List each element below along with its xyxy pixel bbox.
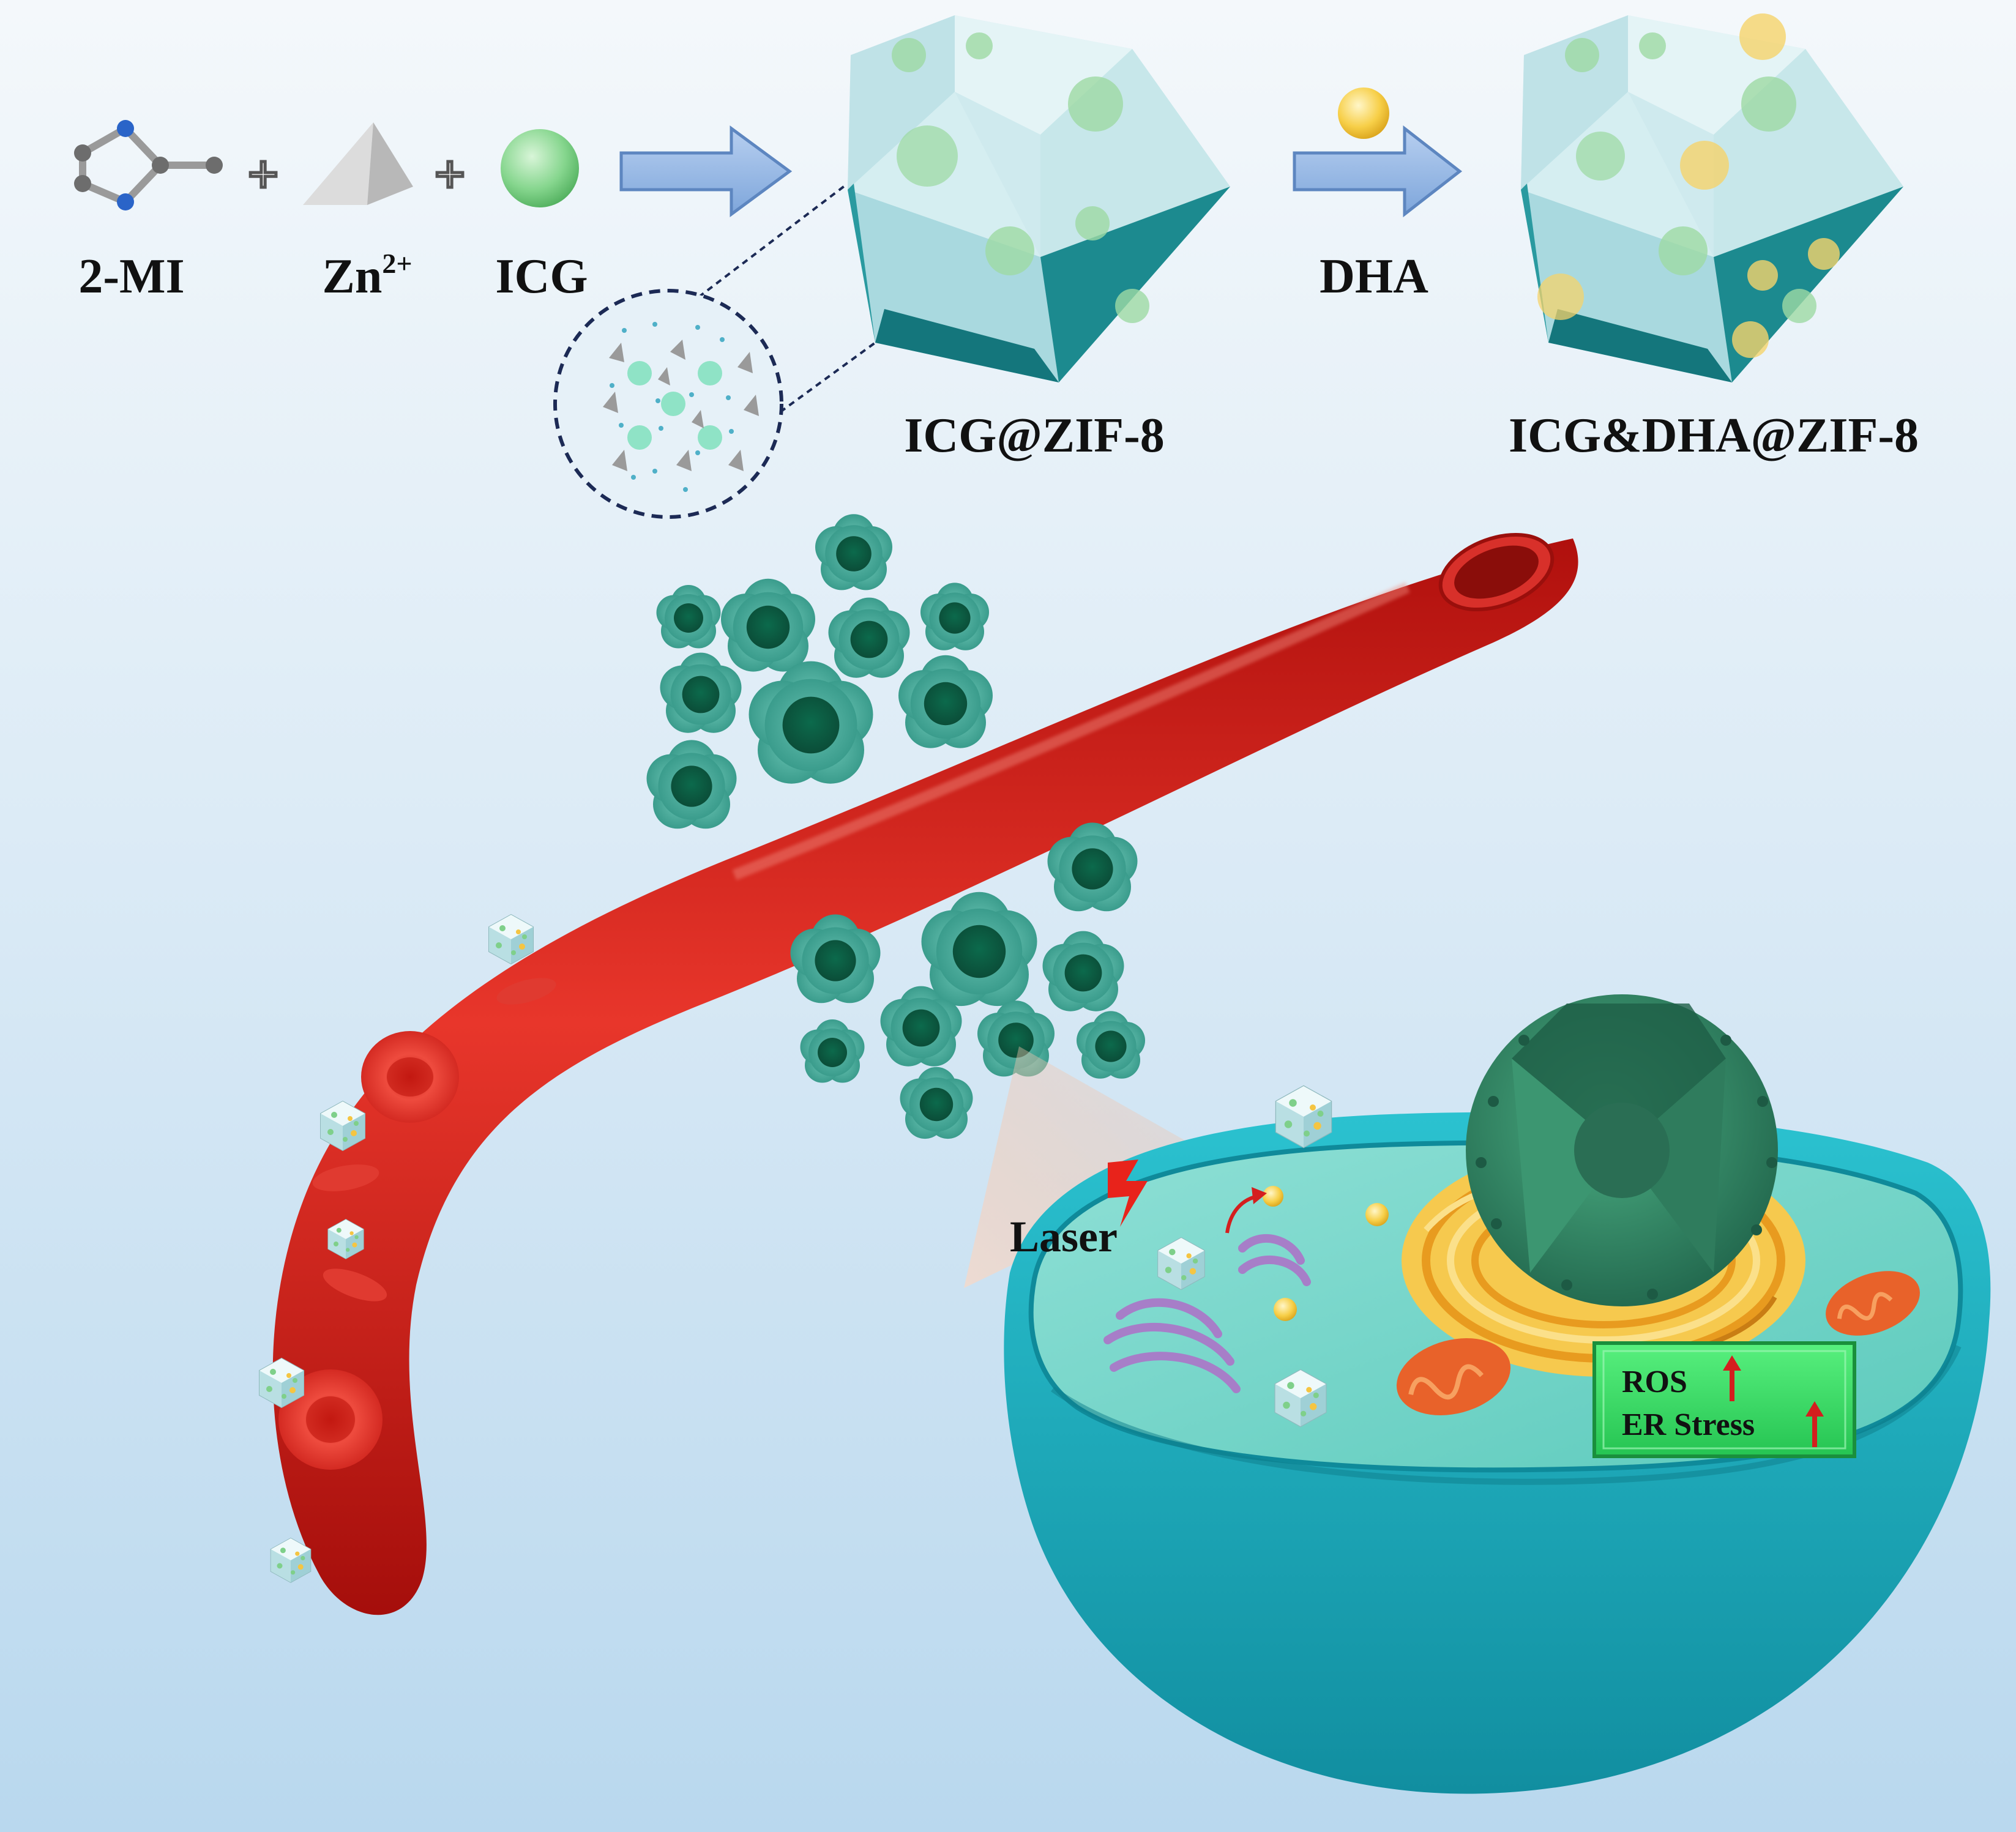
ligand-2-mi-icon <box>74 120 223 210</box>
effect-box: ROS ER Stress <box>1592 1341 1856 1458</box>
red-blood-cell <box>278 1369 383 1470</box>
laser-bolt-icon <box>1108 1160 1148 1227</box>
red-blood-cell <box>312 1164 379 1191</box>
zinc-label-base: Zn <box>322 250 382 303</box>
icg-zif8-label: ICG@ZIF-8 <box>904 409 1165 463</box>
zoom-line <box>654 182 849 332</box>
ros-label: ROS <box>1622 1365 1687 1399</box>
up-arrow-icon <box>1805 1401 1824 1447</box>
dha-label: DHA <box>1320 250 1428 303</box>
golgi-apparatus <box>1103 1234 1311 1393</box>
mitochondrion <box>1396 1338 1511 1415</box>
ligand-label: 2-MI <box>78 250 184 303</box>
zinc-label-charge: 2+ <box>382 248 412 279</box>
plus-icon: + <box>246 143 280 207</box>
nucleus <box>1466 994 1778 1306</box>
dha-molecule <box>1263 1186 1283 1207</box>
laser-beam <box>964 1046 1224 1288</box>
release-arrow-head <box>1252 1187 1267 1204</box>
red-blood-cell <box>323 1268 387 1301</box>
zinc-pyramid-icon <box>303 122 413 205</box>
dha-sphere-icon <box>1338 88 1389 139</box>
red-blood-cell <box>496 978 556 1005</box>
zif8-lattice-zoom <box>553 289 783 519</box>
laser-label: Laser <box>1010 1212 1118 1261</box>
synthesis-arrow-1 <box>619 125 793 217</box>
mitochondrion <box>1826 1271 1920 1336</box>
plus-symbol: + <box>247 144 278 205</box>
red-blood-cell <box>361 1031 459 1123</box>
plus-symbol: + <box>434 144 465 205</box>
synthesis-arrow-2 <box>1293 125 1463 218</box>
dha-molecule <box>1274 1298 1297 1321</box>
icg-label: ICG <box>495 250 588 303</box>
dha-molecule <box>1365 1203 1389 1226</box>
plus-icon: + <box>433 143 467 207</box>
zoom-line <box>681 341 876 485</box>
up-arrow-icon <box>1723 1355 1741 1401</box>
er-stress-label: ER Stress <box>1622 1407 1755 1442</box>
blood-vessel <box>272 532 1578 1615</box>
icg-dha-zif8-crystal <box>1521 13 1903 382</box>
icg-sphere-icon <box>501 129 579 207</box>
icg-dha-zif8-label: ICG&DHA@ZIF-8 <box>1509 409 1919 463</box>
icg-zif8-crystal <box>848 15 1230 382</box>
zinc-label: Zn2+ <box>322 248 412 303</box>
